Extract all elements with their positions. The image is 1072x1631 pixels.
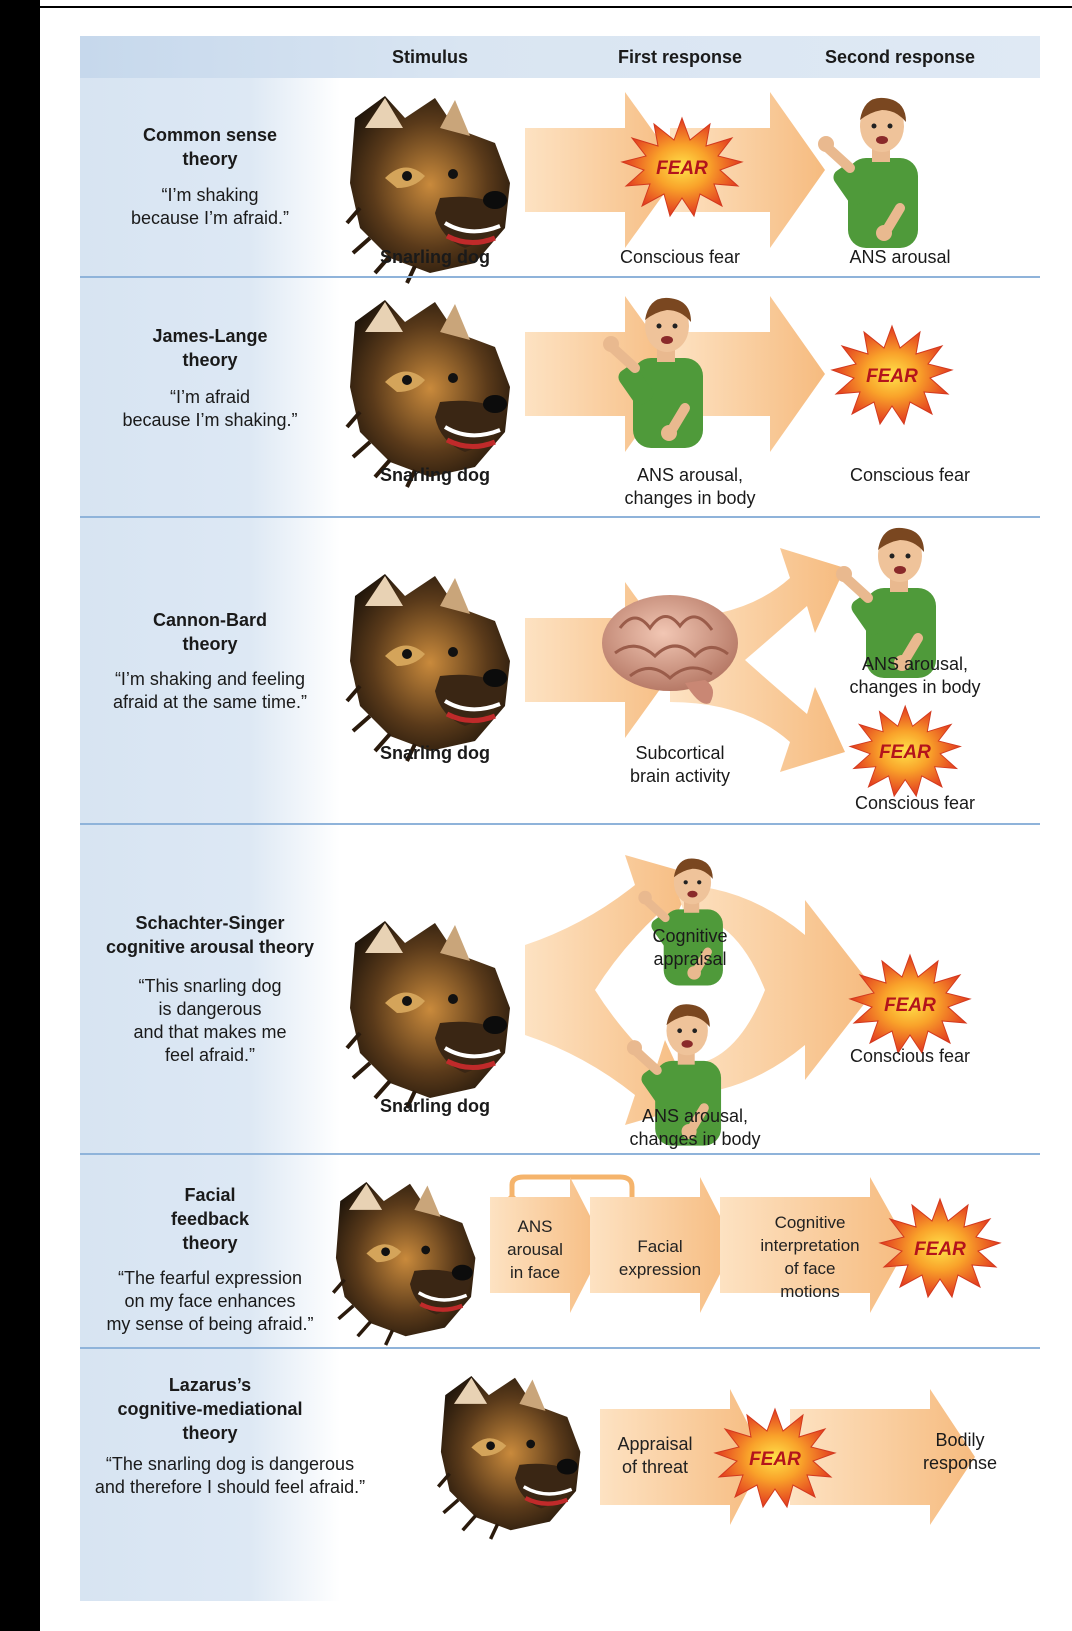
fear-label: FEAR — [879, 742, 931, 763]
snarling-dog-icon — [320, 1175, 500, 1345]
stimulus-caption: Snarling dog — [350, 246, 520, 269]
header-second-response: Second response — [800, 47, 1000, 68]
stimulus-caption: Snarling dog — [350, 464, 520, 487]
second-response-caption: ANS arousal — [820, 246, 980, 269]
person-shaking-icon — [605, 288, 735, 458]
header-stimulus: Stimulus — [370, 47, 490, 68]
stimulus-caption: Snarling dog — [350, 1095, 520, 1118]
first-response-caption: Conscious fear — [600, 246, 760, 269]
stimulus-caption: Snarling dog — [350, 742, 520, 765]
fear-burst-icon: FEAR — [880, 1199, 1000, 1297]
person-face-icon — [640, 849, 750, 919]
top-rule — [40, 6, 1072, 8]
snarling-dog-icon — [345, 292, 525, 487]
fear-burst-icon: FEAR — [715, 1409, 835, 1507]
fear-label: FEAR — [884, 995, 936, 1016]
left-margin-bar — [0, 0, 40, 1631]
snarling-dog-icon — [345, 566, 525, 761]
fear-burst-icon: FEAR — [850, 706, 960, 796]
person-shaking-icon — [820, 88, 950, 258]
fear-label: FEAR — [866, 366, 918, 387]
first-response-caption: ANS arousal,changes in body — [600, 464, 780, 510]
second-response-caption-a: ANS arousal,changes in body — [830, 653, 1000, 699]
fear-burst-icon: FEAR — [850, 955, 970, 1053]
fear-label: FEAR — [914, 1239, 966, 1260]
second-response-caption: Conscious fear — [830, 464, 990, 487]
fear-label: FEAR — [656, 158, 708, 179]
second-response-caption-b: Conscious fear — [830, 792, 1000, 815]
brain-icon — [600, 588, 750, 718]
snarling-dog-icon — [345, 913, 525, 1108]
fear-burst-icon: FEAR — [622, 118, 742, 216]
fear-burst-icon: FEAR — [832, 326, 952, 424]
theories-of-emotion-figure: Stimulus First response Second response … — [80, 36, 1040, 1601]
second-response-caption: Conscious fear — [830, 1045, 990, 1068]
snarling-dog-icon — [425, 1369, 605, 1539]
column-header-bar: Stimulus First response Second response — [80, 36, 1040, 78]
header-first-response: First response — [600, 47, 760, 68]
first-response-caption-b: ANS arousal,changes in body — [605, 1105, 785, 1151]
fear-label: FEAR — [749, 1449, 801, 1470]
